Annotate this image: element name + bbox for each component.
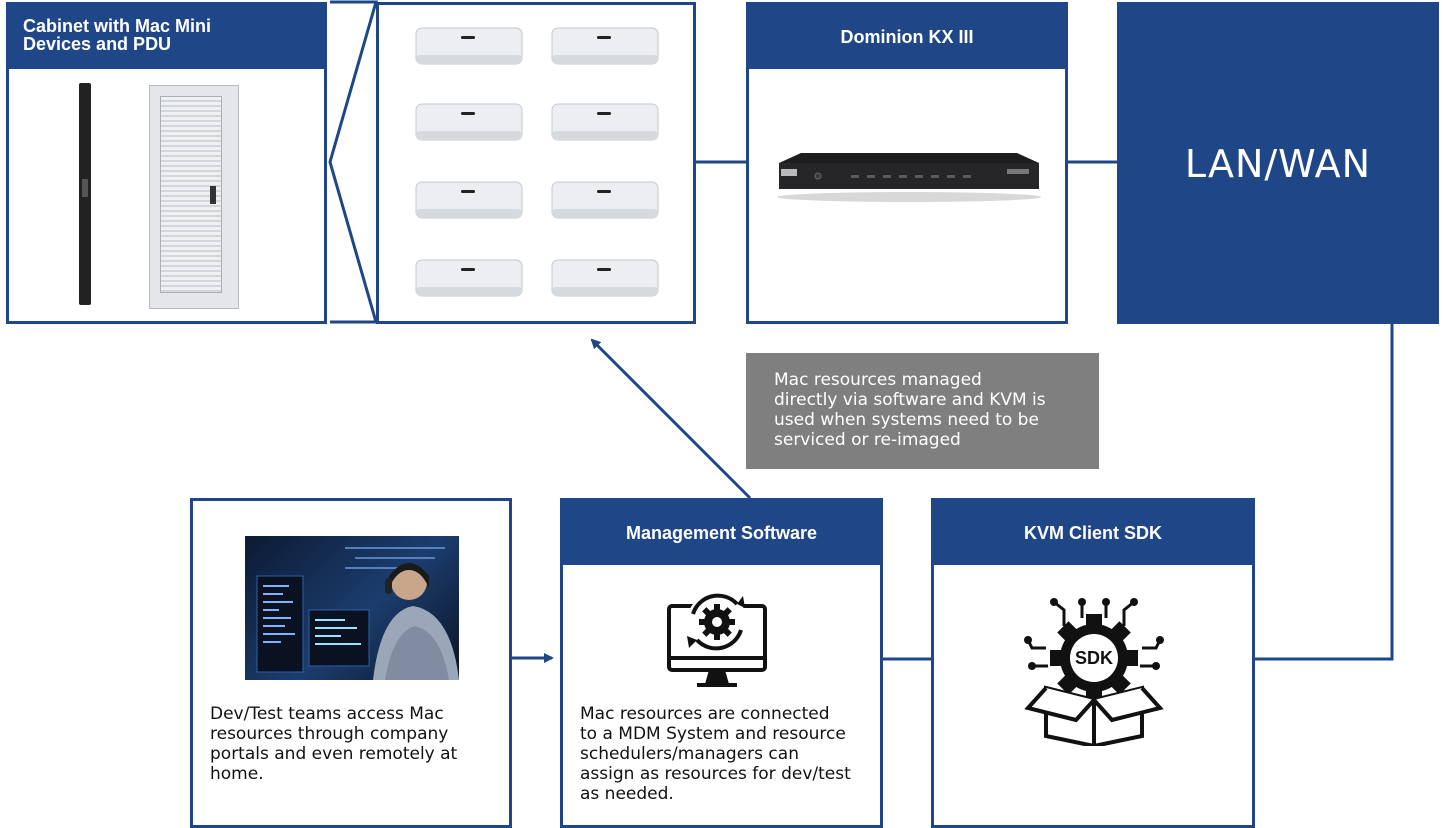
monitor-gear-icon (665, 586, 769, 690)
lan-wan-block: LAN/WAN (1117, 2, 1439, 324)
dominion-box: Dominion KX III (746, 2, 1068, 324)
mac-mini-image (415, 259, 523, 297)
dominion-title: Dominion KX III (749, 5, 1065, 69)
mac-mini-image (415, 181, 523, 219)
devtest-box: Dev/Test teams access Mac resources thro… (190, 498, 512, 828)
sdk-icon-label: SDK (1074, 648, 1113, 668)
mac-mini-image (551, 259, 659, 297)
developer-photo (245, 536, 459, 680)
cabinet-box: Cabinet with Mac Mini Devices and PDU (6, 2, 327, 324)
link-lan-sdk (1253, 324, 1394, 661)
mac-mini-image (415, 27, 523, 65)
note-box: Mac resources managed directly via softw… (746, 353, 1099, 469)
management-text: Mac resources are connected to a MDM Sys… (580, 704, 851, 804)
cabinet-zoom-lines (328, 0, 378, 324)
mac-mini-image (551, 181, 659, 219)
cabinet-title: Cabinet with Mac Mini Devices and PDU (9, 5, 324, 69)
mac-mini-grid-box (376, 2, 696, 324)
management-title: Management Software (563, 501, 880, 565)
sdk-box-icon: SDK (1024, 596, 1164, 749)
server-rack-image (149, 85, 239, 309)
mac-mini-image (551, 27, 659, 65)
arrow-management-macs (590, 338, 752, 500)
kvm-sdk-title: KVM Client SDK (934, 501, 1252, 565)
management-box: Management Software Mac r (560, 498, 883, 828)
kvm-switch-image (771, 145, 1047, 203)
devtest-text: Dev/Test teams access Mac resources thro… (210, 704, 458, 784)
mac-mini-image (415, 103, 523, 141)
note-text: Mac resources managed directly via softw… (774, 370, 1046, 450)
kvm-sdk-box: KVM Client SDK (931, 498, 1255, 828)
pdu-strip-image (79, 83, 91, 305)
lan-wan-label: LAN/WAN (1184, 142, 1372, 186)
mac-mini-image (551, 103, 659, 141)
